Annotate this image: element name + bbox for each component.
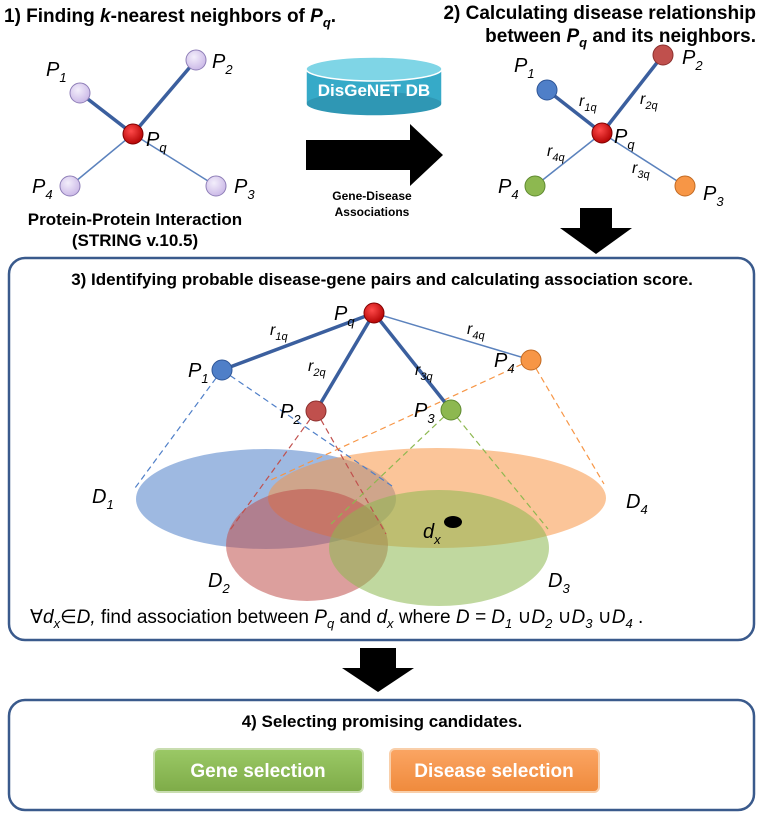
- node-p4-green: [524, 175, 546, 197]
- svg-text:P3: P3: [234, 176, 255, 202]
- ppi-caption-2: (STRING v.10.5): [72, 231, 198, 250]
- node-p3: [205, 175, 227, 197]
- svg-text:DisGeNET DB: DisGeNET DB: [318, 81, 430, 100]
- svg-text:P2: P2: [212, 51, 233, 77]
- svg-text:P1: P1: [46, 59, 67, 85]
- svg-text:P2: P2: [280, 401, 301, 427]
- svg-text:r4q: r4q: [547, 143, 565, 164]
- step2-title-1: 2) Calculating disease relationship: [443, 3, 756, 24]
- svg-text:P4: P4: [494, 350, 515, 376]
- svg-text:D4: D4: [626, 491, 648, 517]
- svg-text:r3q: r3q: [415, 362, 433, 383]
- svg-text:r3q: r3q: [632, 160, 650, 181]
- step2-title-2: between Pq and its neighbors.: [485, 26, 756, 50]
- svg-text:r1q: r1q: [270, 322, 288, 343]
- node-p1-blue: [536, 79, 558, 101]
- svg-text:Pq: Pq: [334, 303, 355, 329]
- step3-panel: [7, 256, 756, 642]
- step1-ppi-graph: P1 P2 Pq P4 P3: [32, 49, 255, 202]
- node-p1: [69, 82, 91, 104]
- database-icon: DisGeNET DB: [305, 56, 443, 117]
- disease-selection-label: Disease selection: [414, 761, 573, 782]
- svg-text:D3: D3: [548, 570, 570, 596]
- svg-text:P1: P1: [514, 55, 535, 81]
- down-arrow-icon-1: [560, 208, 632, 254]
- disease-sets: [136, 448, 606, 606]
- node-p4: [59, 175, 81, 197]
- disease-selection-button[interactable]: Disease selection: [389, 748, 600, 793]
- svg-text:D2: D2: [208, 570, 230, 596]
- svg-text:Pq: Pq: [146, 129, 167, 155]
- svg-text:r1q: r1q: [579, 93, 597, 114]
- svg-text:P4: P4: [498, 176, 519, 202]
- step1-title: 1) Finding k-nearest neighbors of Pq.: [4, 6, 336, 30]
- node-pq: [122, 123, 144, 145]
- svg-text:P3: P3: [414, 400, 435, 426]
- arrow-label-1: Gene-Disease: [332, 189, 412, 203]
- node-p3-orange: [674, 175, 696, 197]
- node-p2-red: [652, 44, 674, 66]
- step3-formula: ∀dx∈D, find association between Pq and d…: [30, 607, 643, 631]
- tree-node-p3: [440, 399, 462, 421]
- step3-title: 3) Identifying probable disease-gene pai…: [71, 270, 693, 289]
- right-arrow-icon: [306, 124, 443, 186]
- svg-text:r4q: r4q: [467, 321, 485, 342]
- node-pq-step2: [591, 122, 613, 144]
- gene-selection-label: Gene selection: [190, 761, 325, 782]
- projection-lines: [134, 359, 605, 535]
- tree-node-p4: [520, 349, 542, 371]
- step2-relationship-graph: P1 P2 Pq P4 P3 r1q r2q r4q r3q: [498, 44, 724, 209]
- node-p2: [185, 49, 207, 71]
- svg-text:1) Finding k-nearest neighbors: 1) Finding k-nearest neighbors of Pq.: [4, 6, 336, 30]
- svg-text:P4: P4: [32, 176, 53, 202]
- gene-selection-button[interactable]: Gene selection: [153, 748, 364, 793]
- set-d3: [329, 490, 549, 606]
- svg-text:dx: dx: [423, 521, 441, 547]
- tree-node-pq: [363, 302, 385, 324]
- svg-text:P2: P2: [682, 47, 703, 73]
- svg-text:P1: P1: [188, 360, 209, 386]
- svg-text:Pq: Pq: [614, 126, 635, 152]
- step3-tree: Pq P1 P2 P3 P4 r1q r2q r3q r4q: [188, 302, 542, 427]
- svg-text:r2q: r2q: [308, 358, 326, 379]
- arrow-label-2: Associations: [335, 205, 410, 219]
- tree-node-p1: [211, 359, 233, 381]
- tree-node-p2: [305, 400, 327, 422]
- down-arrow-icon-2: [342, 648, 414, 692]
- step4-title: 4) Selecting promising candidates.: [242, 712, 523, 731]
- dx-point: [444, 516, 462, 528]
- set-labels: D1 D2 D3 D4 dx: [92, 486, 648, 596]
- svg-text:P3: P3: [703, 183, 724, 209]
- svg-text:r2q: r2q: [640, 91, 658, 112]
- svg-text:D1: D1: [92, 486, 114, 512]
- ppi-caption-1: Protein-Protein Interaction: [28, 210, 242, 229]
